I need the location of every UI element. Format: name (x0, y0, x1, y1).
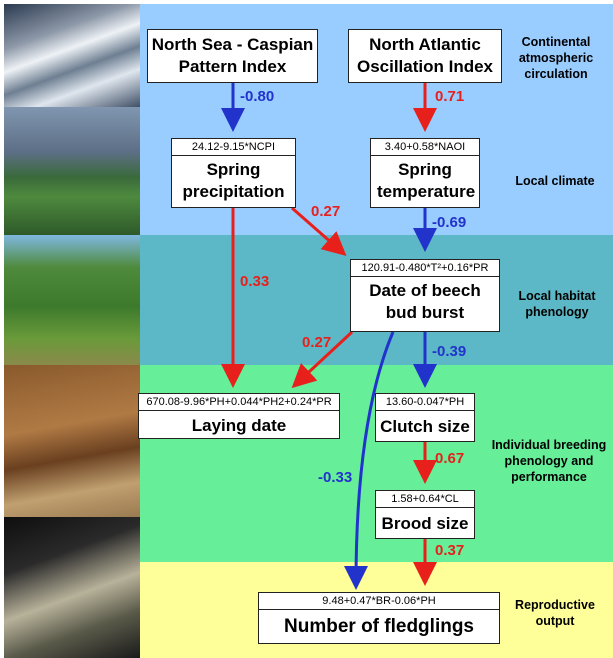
level-local-climate: Local climate (515, 174, 595, 188)
arrow-precipitation-to-budburst (291, 206, 347, 256)
coef-temperature-budburst: -0.69 (432, 214, 467, 231)
landscape-fields-photo (4, 107, 140, 235)
coef-precipitation-laying: 0.33 (240, 273, 270, 290)
coef-precipitation-budburst: 0.27 (311, 203, 341, 220)
coef-brood-fledglings: 0.37 (435, 542, 465, 559)
budburst-label: Date of beech bud burst (369, 281, 481, 322)
budburst-box: 120.91-0.480*T²+0.16*PR Date of beech bu… (350, 259, 500, 332)
level-atmospheric-circulation: Continental atmospheric circulation (518, 35, 594, 81)
coef-budburst-laying: 0.27 (302, 334, 332, 351)
beech-forest-photo (4, 235, 140, 365)
tit-fledgling-photo (4, 517, 140, 658)
clutch-size-label: Clutch size (380, 417, 470, 436)
brood-size-box: 1.58+0.64*CL Brood size (375, 490, 475, 539)
budburst-equation: 120.91-0.480*T²+0.16*PR (351, 260, 499, 277)
precipitation-equation: 24.12-9.15*NCPI (172, 139, 295, 156)
coef-budburst-clutch: -0.39 (432, 343, 467, 360)
temperature-equation: 3.40+0.58*NAOI (371, 139, 479, 156)
laying-date-label: Laying date (191, 416, 287, 435)
naoi-label: North Atlantic Oscillation Index (356, 35, 494, 76)
arrow-budburst-to-laying (291, 330, 354, 389)
temperature-label: Spring temperature (377, 160, 476, 201)
fledglings-equation: 9.48+0.47*BR-0.06*PH (259, 593, 499, 610)
coef-clutch-brood: 0.67 (435, 450, 465, 467)
brood-size-equation: 1.58+0.64*CL (376, 491, 474, 508)
precipitation-label: Spring precipitation (182, 160, 285, 201)
ncpi-box: North Sea - Caspian Pattern Index (147, 29, 318, 83)
level-breeding-performance: Individual breeding phenology and perfor… (491, 438, 607, 484)
fledglings-label: Number of fledglings (284, 616, 474, 637)
laying-date-box: 670.08-9.96*PH+0.044*PH2+0.24*PR Laying … (138, 393, 340, 439)
coef-ncpi-precipitation: -0.80 (240, 88, 275, 105)
temperature-box: 3.40+0.58*NAOI Spring temperature (370, 138, 480, 208)
brood-size-label: Brood size (381, 514, 469, 533)
fledglings-box: 9.48+0.47*BR-0.06*PH Number of fledgling… (258, 592, 500, 644)
laying-date-equation: 670.08-9.96*PH+0.044*PH2+0.24*PR (139, 394, 339, 411)
tit-nest-box-photo (4, 365, 140, 517)
satellite-clouds-photo (4, 4, 140, 107)
level-habitat-phenology: Local habitat phenology (518, 289, 596, 319)
clutch-size-equation: 13.60-0.047*PH (376, 394, 474, 411)
ncpi-label: North Sea - Caspian Pattern Index (151, 35, 314, 76)
arrow-budburst-to-fledglings (344, 331, 395, 590)
coef-naoi-temperature: 0.71 (435, 88, 465, 105)
coef-budburst-fledglings: -0.33 (318, 469, 353, 486)
naoi-box: North Atlantic Oscillation Index (348, 29, 502, 83)
clutch-size-box: 13.60-0.047*PH Clutch size (375, 393, 475, 442)
precipitation-box: 24.12-9.15*NCPI Spring precipitation (171, 138, 296, 208)
level-reproductive-output: Reproductive output (515, 598, 595, 628)
